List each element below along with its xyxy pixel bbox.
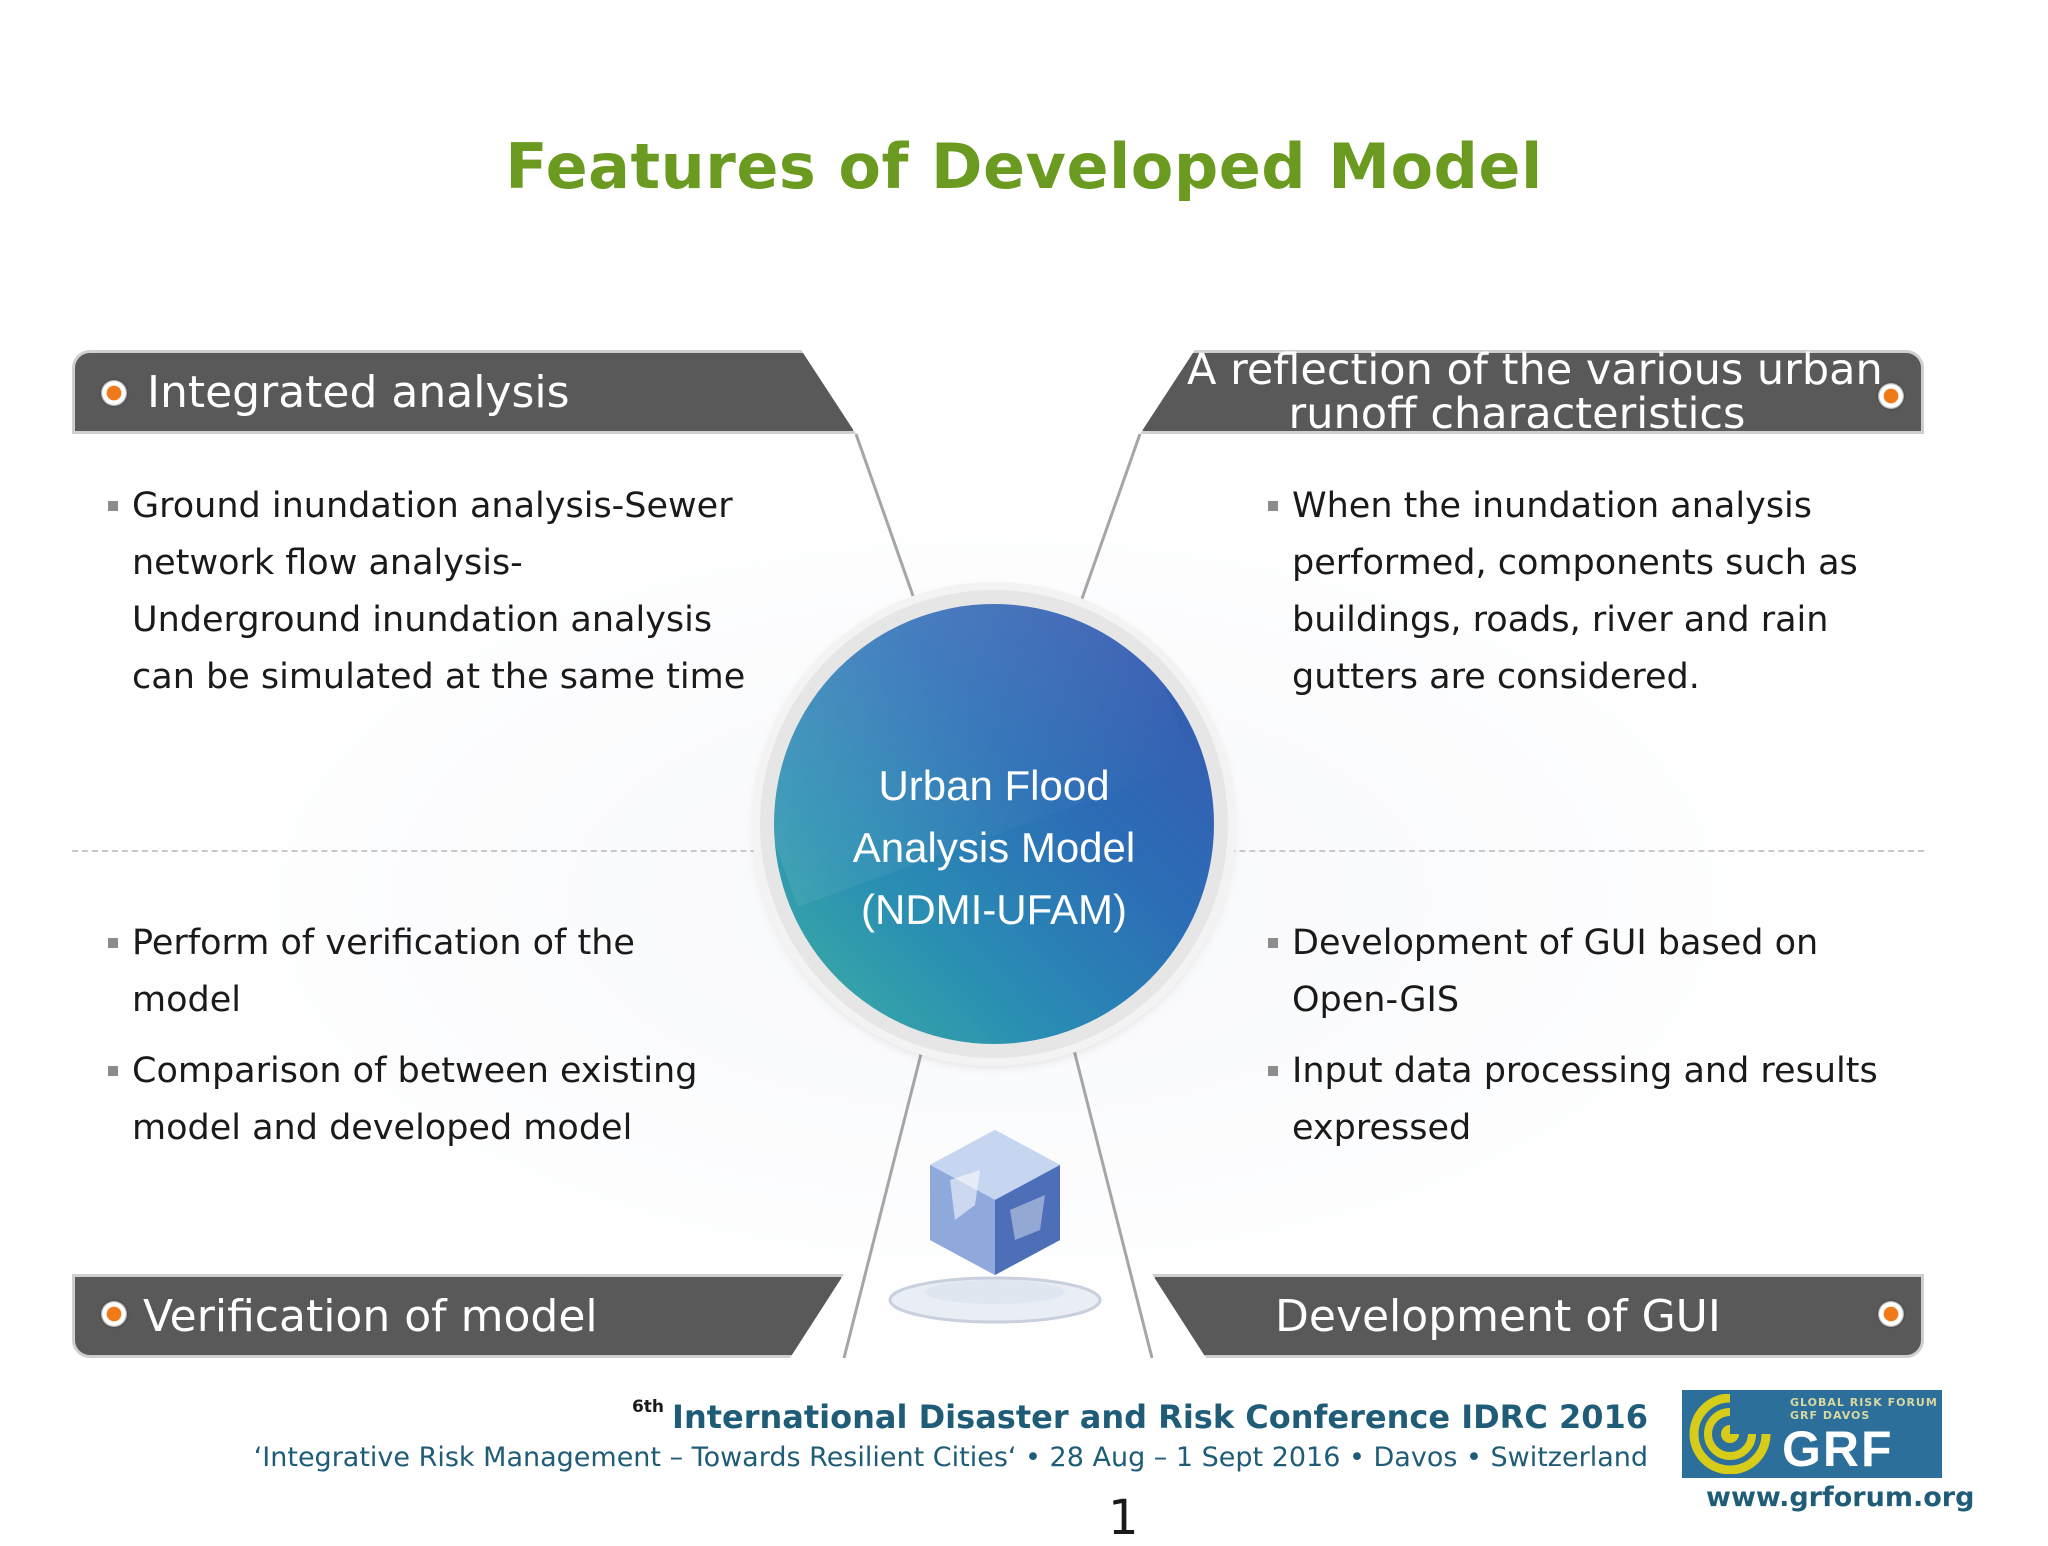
- conference-title: 6th International Disaster and Risk Confe…: [631, 1397, 1648, 1436]
- block-verification: Perform of verification of the model Com…: [108, 915, 708, 1171]
- header-label: Verification of model: [143, 1290, 598, 1342]
- center-label: Urban Flood Analysis Model (NDMI-UFAM): [774, 755, 1214, 941]
- orange-dot-bullet-icon: [1878, 1301, 1904, 1327]
- header-label: Integrated analysis: [147, 366, 570, 418]
- website-link[interactable]: www.grforum.org: [1706, 1482, 1975, 1513]
- conference-tagline: ‘Integrative Risk Management – Towards R…: [253, 1442, 1648, 1473]
- list-item: Development of GUI based on Open-GIS: [1268, 915, 1908, 1029]
- slide-title: Features of Developed Model: [505, 130, 1543, 203]
- edition: 6th: [631, 1397, 665, 1418]
- header-verification-of-model: Verification of model: [72, 1274, 844, 1358]
- globe-icon: [774, 604, 1214, 1044]
- block-integrated-analysis: Ground inundation analysis-Sewer network…: [108, 478, 748, 720]
- list-item: Comparison of between existing model and…: [108, 1043, 708, 1157]
- logo-text: GRF: [1782, 1421, 1894, 1477]
- list-item: When the inundation analysis performed, …: [1268, 478, 1868, 706]
- block-gui: Development of GUI based on Open-GIS Inp…: [1268, 915, 1908, 1171]
- header-line-1: A reflection of the various urban: [1187, 345, 1883, 395]
- conference-name: International Disaster and Risk Conferen…: [672, 1398, 1648, 1436]
- list-item: Ground inundation analysis-Sewer network…: [108, 478, 748, 706]
- page-number: 1: [1108, 1490, 1139, 1546]
- orange-dot-bullet-icon: [101, 380, 127, 406]
- header-label: Development of GUI: [1275, 1290, 1721, 1342]
- list-item: Perform of verification of the model: [108, 915, 708, 1029]
- center-label-line: Urban Flood: [878, 762, 1110, 809]
- cube-icon: [888, 1130, 1102, 1324]
- block-urban-runoff: When the inundation analysis performed, …: [1268, 478, 1868, 720]
- target-rings-icon: [1689, 1394, 1772, 1474]
- header-integrated-analysis: Integrated analysis: [72, 350, 856, 434]
- orange-dot-bullet-icon: [1878, 383, 1904, 409]
- orange-dot-bullet-icon: [101, 1301, 127, 1327]
- center-label-line: (NDMI-UFAM): [861, 886, 1127, 933]
- header-urban-runoff: A reflection of the various urban runoff…: [1140, 350, 1924, 434]
- header-label: A reflection of the various urban runoff…: [1187, 350, 1883, 439]
- header-line-2: runoff characteristics: [1288, 389, 1746, 439]
- grf-logo: GLOBAL RISK FORUM GRF DAVOS GRF: [1682, 1390, 1942, 1478]
- logo-small-text: GLOBAL RISK FORUM GRF DAVOS: [1790, 1396, 1938, 1422]
- list-item: Input data processing and results expres…: [1268, 1043, 1908, 1157]
- header-development-of-gui: Development of GUI: [1152, 1274, 1924, 1358]
- center-label-line: Analysis Model: [852, 824, 1136, 871]
